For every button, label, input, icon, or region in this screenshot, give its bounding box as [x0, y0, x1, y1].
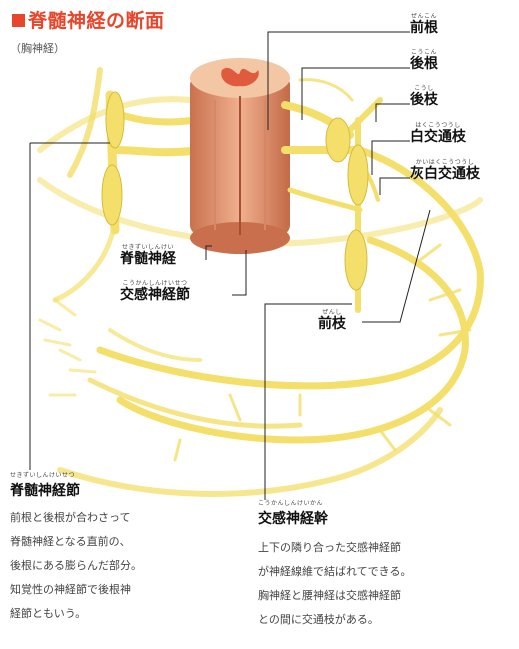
label-anterior-branch: ぜんし 前枝 — [318, 309, 346, 332]
reading-gray-ramus: かいはくこうつうし — [415, 159, 475, 166]
reading-sympathetic-ganglion: こうかんしんけいせつ — [122, 280, 188, 287]
reading-posterior-branch: こうし — [414, 85, 434, 92]
label-spinal-nerve: せきずいしんけい 脊髄神経 — [120, 244, 176, 267]
label-sympathetic-ganglion-text: 交感神経節 — [120, 287, 190, 303]
description-line: 後根にある膨らんだ部分。 — [10, 559, 142, 572]
title-text: 脊髄神経の断面 — [28, 10, 165, 32]
title-marker — [12, 14, 25, 27]
reading-anterior-root: ぜんこん — [410, 13, 437, 20]
sympathetic-trunk-title: 交感神経幹 — [258, 511, 328, 527]
label-anterior-root-text: 前根 — [410, 20, 438, 36]
label-anterior-root: ぜんこん 前根 — [410, 13, 438, 36]
description-line: 経節ともいう。 — [10, 607, 87, 620]
page-title: 脊髄神経の断面 — [12, 6, 165, 33]
reading-spinal-nerve: せきずいしんけい — [121, 244, 174, 251]
label-posterior-branch-text: 後枝 — [410, 92, 438, 108]
label-sympathetic-ganglion: こうかんしんけいせつ 交感神経節 — [120, 280, 190, 303]
label-gray-ramus-text: 灰白交通枝 — [410, 166, 480, 182]
description-line: 上下の隣り合った交感神経節 — [258, 541, 401, 554]
label-posterior-branch: こうし 後枝 — [410, 85, 438, 108]
dorsal-root-ganglion-description: 前根と後根が合わさって 脊髄神経となる直前の、 後根にある膨らんだ部分。 知覚性… — [10, 506, 142, 626]
description-line: 脊髄神経となる直前の、 — [10, 535, 131, 548]
label-white-ramus-text: 白交通枝 — [410, 129, 466, 145]
label-anterior-branch-text: 前枝 — [318, 316, 346, 332]
right-dorsal-root-ganglion — [325, 117, 351, 163]
sympathetic-ganglion-upper — [347, 144, 369, 206]
spinal-cord — [190, 58, 290, 254]
reading-dorsal-root-ganglion: せきずいしんけいせつ — [10, 472, 76, 479]
label-posterior-root-text: 後根 — [410, 56, 438, 72]
reading-posterior-root: こうこん — [410, 49, 437, 56]
label-posterior-root: こうこん 後根 — [410, 49, 438, 72]
label-white-ramus: はくこうつうし 白交通枝 — [410, 122, 466, 145]
label-spinal-nerve-text: 脊髄神経 — [120, 251, 176, 267]
sympathetic-trunk-heading: こうかんしんけいかん 交感神経幹 — [258, 498, 328, 528]
description-line: が神経線維で結ばれてできる。 — [258, 565, 412, 578]
description-line: 胸神経と腰神経は交感神経節 — [258, 589, 401, 602]
description-line: との間に交通枝がある。 — [258, 613, 379, 626]
sympathetic-ganglion-lower — [344, 229, 368, 291]
dorsal-root-ganglion-title: 脊髄神経節 — [10, 483, 80, 499]
reading-sympathetic-trunk: こうかんしんけいかん — [258, 500, 324, 507]
reading-white-ramus: はくこうつうし — [415, 122, 461, 129]
sympathetic-trunk-description: 上下の隣り合った交感神経節 が神経線維で結ばれてできる。 胸神経と腰神経は交感神… — [258, 536, 411, 632]
left-ganglion-lower — [101, 164, 123, 226]
dorsal-root-ganglion-heading: せきずいしんけいせつ 脊髄神経節 — [10, 470, 80, 500]
leader-lines — [29, 31, 431, 500]
label-gray-ramus: かいはくこうつうし 灰白交通枝 — [410, 159, 480, 182]
subtitle: （胸神経） — [10, 42, 65, 55]
left-ganglion-upper — [105, 91, 125, 149]
description-line: 前根と後根が合わさって — [10, 511, 131, 524]
reading-anterior-branch: ぜんし — [322, 309, 342, 316]
description-line: 知覚性の神経節で後根神 — [10, 583, 131, 596]
intercostal-nerves — [37, 96, 484, 497]
